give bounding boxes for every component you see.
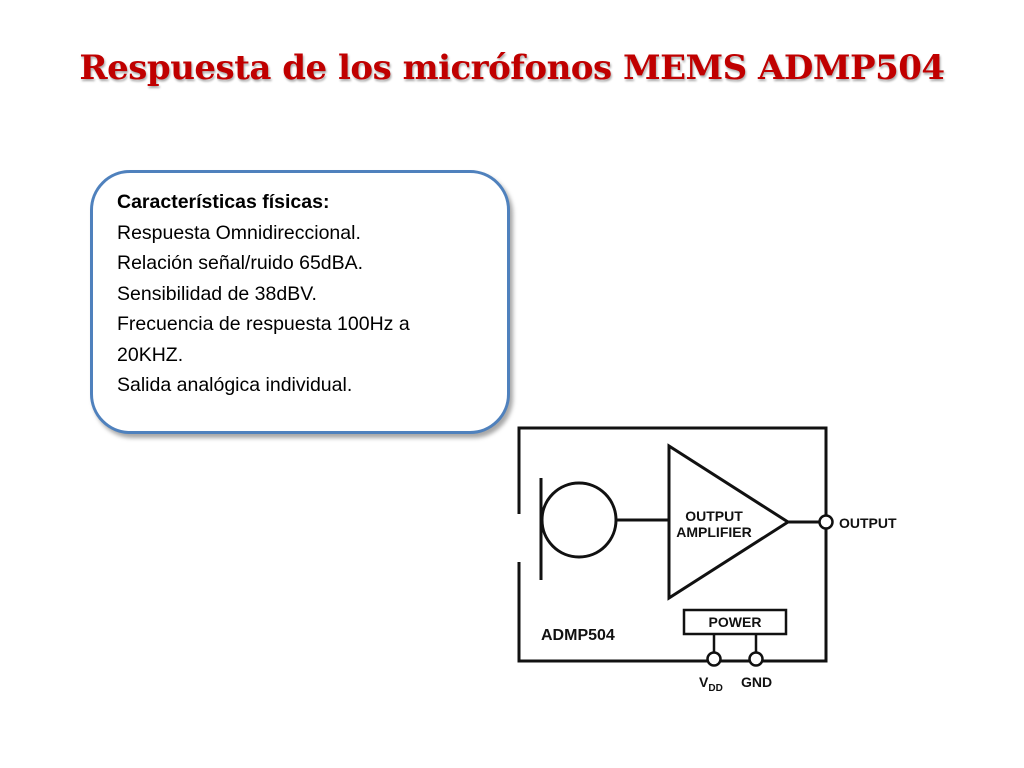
output-pin: [818, 514, 834, 530]
part-number-label: ADMP504: [541, 627, 615, 644]
chip-outline: [517, 426, 828, 663]
power-block: [682, 608, 788, 636]
slide-title: Respuesta de los micrófonos MEMS ADMP504: [79, 48, 945, 88]
vdd-pin: [706, 651, 722, 667]
mic-element-circle: [540, 481, 618, 559]
spec-line-frequency: Frecuencia de respuesta 100Hz a: [117, 313, 410, 335]
spec-line-snr: Relación señal/ruido 65dBA.: [117, 252, 364, 274]
specs-heading: Características físicas:: [117, 191, 330, 213]
spec-line-directionality: Respuesta Omnidireccional.: [117, 221, 361, 244]
spec-line-output: Salida analógica individual.: [117, 374, 353, 396]
vdd-pin-label: VDD: [699, 674, 723, 694]
gnd-pin: [748, 651, 764, 667]
output-amplifier-triangle: [667, 443, 791, 601]
admp504-block-diagram: OUTPUT AMPLIFIER OUTPUT POWER ADMP504 VD…: [517, 426, 897, 694]
gnd-pin-label: GND: [741, 674, 772, 690]
power-block-label: POWER: [709, 614, 762, 630]
amplifier-label-line1: OUTPUT: [685, 508, 743, 524]
specifications-box: Características físicas: Respuesta Omnid…: [90, 170, 510, 434]
output-pin-label: OUTPUT: [839, 515, 897, 531]
amplifier-label-line2: AMPLIFIER: [676, 524, 751, 540]
spec-line-sensitivity: Sensibilidad de 38dBV.: [117, 282, 317, 305]
spec-line-frequency-cont: 20KHZ.: [117, 343, 184, 366]
